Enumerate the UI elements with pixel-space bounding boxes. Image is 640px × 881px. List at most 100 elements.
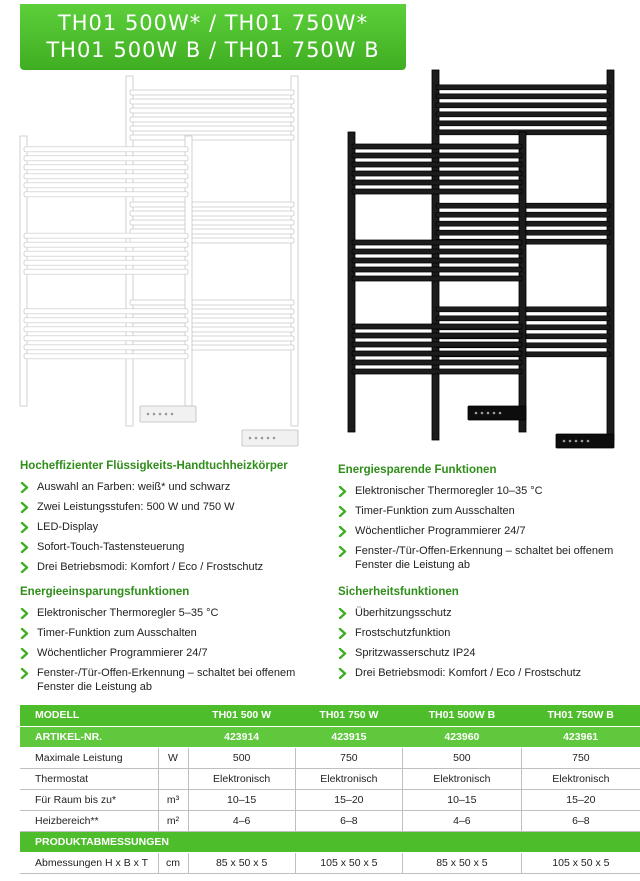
title-line-1: TH01 500W* / TH01 750W*: [57, 11, 369, 35]
chevron-right-icon: [338, 486, 350, 497]
cell-value: 105 x 50 x 5: [294, 852, 403, 874]
feature-item: Wöchentlicher Programmierer 24/7: [20, 646, 320, 660]
feature-item: Timer-Funktion zum Ausschalten: [20, 626, 320, 640]
cell-value: Elektronisch: [187, 768, 296, 790]
header-model: TH01 500W B: [402, 705, 522, 727]
table-row: Thermostat Elektronisch Elektronisch Ele…: [20, 768, 640, 790]
feature-item: Überhitzungsschutz: [338, 606, 628, 620]
row-unit: cm: [157, 852, 188, 874]
dimensions-header-row: PRODUKTABMESSUNGEN: [20, 831, 640, 853]
feature-text: Spritzwasserschutz IP24: [355, 647, 476, 659]
feature-item: Frostschutzfunktion: [338, 626, 628, 640]
table-row: Abmessungen H x B x T cm 85 x 50 x 5 105…: [20, 852, 640, 874]
table-row: Für Raum bis zu* m³ 10–15 15–20 10–15 15…: [20, 789, 640, 811]
feature-item: Auswahl an Farben: weiß* und schwarz: [20, 480, 320, 494]
cell-value: 4–6: [402, 810, 522, 832]
energy-function-list: Elektronischer Thermoregler 10–35 °C Time…: [338, 484, 628, 572]
feature-text: Fenster-/Tür-Offen-Erkennung – schaltet …: [37, 667, 296, 693]
cell-value: 15–20: [520, 789, 640, 811]
row-label: Heizbereich**: [20, 810, 158, 832]
black-radiator-photo: [340, 66, 630, 456]
chevron-right-icon: [20, 562, 32, 573]
row-label: Maximale Leistung: [20, 747, 158, 769]
chevron-right-icon: [20, 648, 32, 659]
feature-item: Timer-Funktion zum Ausschalten: [338, 504, 628, 518]
feature-text: Elektronischer Thermoregler 5–35 °C: [37, 607, 219, 619]
article-number: 423914: [188, 726, 296, 748]
cell-value: 10–15: [402, 789, 522, 811]
cell-value: 6–8: [294, 810, 403, 832]
feature-text: Sofort-Touch-Tastensteuerung: [37, 541, 185, 553]
white-radiator-tall: [125, 75, 299, 427]
feature-item: Spritzwasserschutz IP24: [338, 646, 628, 660]
row-label: Thermostat: [20, 768, 158, 790]
chevron-right-icon: [338, 546, 350, 557]
white-radiator-short: [19, 135, 193, 407]
chevron-right-icon: [20, 608, 32, 619]
header-model: TH01 750 W: [295, 705, 403, 727]
control-panel-short: [139, 405, 197, 423]
chevron-right-icon: [338, 668, 350, 679]
energy-feature-list: Elektronischer Thermoregler 5–35 °C Timer…: [20, 606, 320, 694]
feature-text: Wöchentlicher Programmierer 24/7: [355, 525, 526, 537]
row-unit: m³: [157, 789, 188, 811]
spec-table: MODELL TH01 500 W TH01 750 W TH01 500W B…: [20, 705, 640, 874]
cell-value: Elektronisch: [294, 768, 403, 790]
cell-value: 750: [520, 747, 640, 769]
feature-item: Wöchentlicher Programmierer 24/7: [338, 524, 628, 538]
title-line-2: TH01 500W B / TH01 750W B: [46, 38, 380, 62]
feature-text: Wöchentlicher Programmierer 24/7: [37, 647, 208, 659]
left-feature-column: Hocheffizienter Flüssigkeits-Handtuchhei…: [20, 460, 320, 700]
cell-value: 105 x 50 x 5: [520, 852, 640, 874]
feature-item: Zwei Leistungsstufen: 500 W und 750 W: [20, 500, 320, 514]
white-radiator-photo: [14, 70, 304, 450]
feature-text: Überhitzungsschutz: [355, 607, 452, 619]
chevron-right-icon: [338, 506, 350, 517]
feature-item: Elektronischer Thermoregler 10–35 °C: [338, 484, 628, 498]
right-feature-column: Energiesparende Funktionen Elektronische…: [338, 464, 628, 686]
chevron-right-icon: [20, 668, 32, 679]
row-unit: W: [157, 747, 188, 769]
black-radiator-short: [347, 131, 527, 433]
title-banner: TH01 500W* / TH01 750W* TH01 500W B / TH…: [20, 4, 406, 70]
section-heading-energy-functions: Energiesparende Funktionen: [338, 464, 497, 476]
feature-item: Fenster-/Tür-Offen-Erkennung – schaltet …: [20, 666, 320, 694]
chevron-right-icon: [20, 482, 32, 493]
feature-text: Timer-Funktion zum Ausschalten: [37, 627, 197, 639]
article-number: 423961: [521, 726, 640, 748]
dimensions-header: PRODUKTABMESSUNGEN: [20, 831, 640, 853]
header-model: TH01 750W B: [521, 705, 640, 727]
feature-item: Drei Betriebsmodi: Komfort / Eco / Frost…: [20, 560, 320, 574]
cell-value: 15–20: [294, 789, 403, 811]
control-panel-tall: [241, 429, 299, 447]
article-row: ARTIKEL-NR. 423914 423915 423960 423961: [20, 726, 640, 748]
feature-item: Elektronischer Thermoregler 5–35 °C: [20, 606, 320, 620]
white-radiator-illustration: [19, 75, 299, 447]
cell-value: 6–8: [520, 810, 640, 832]
feature-text: LED-Display: [37, 521, 99, 533]
feature-text: Zwei Leistungsstufen: 500 W und 750 W: [37, 501, 235, 513]
feature-item: Fenster-/Tür-Offen-Erkennung – schaltet …: [338, 544, 628, 572]
feature-text: Drei Betriebsmodi: Komfort / Eco / Frost…: [355, 667, 582, 679]
row-unit: [157, 768, 188, 790]
cell-value: 750: [294, 747, 403, 769]
article-label: ARTIKEL-NR.: [20, 726, 188, 748]
cell-value: 4–6: [187, 810, 296, 832]
row-label: Abmessungen H x B x T: [20, 852, 158, 874]
cell-value: Elektronisch: [520, 768, 640, 790]
feature-text: Drei Betriebsmodi: Komfort / Eco / Frost…: [37, 561, 264, 573]
article-number: 423915: [295, 726, 403, 748]
header-label: MODELL: [20, 705, 188, 727]
feature-text: Elektronischer Thermoregler 10–35 °C: [355, 485, 543, 497]
row-unit: m²: [157, 810, 188, 832]
table-row: Heizbereich** m² 4–6 6–8 4–6 6–8: [20, 810, 640, 832]
chevron-right-icon: [20, 628, 32, 639]
chevron-right-icon: [338, 526, 350, 537]
feature-text: Timer-Funktion zum Ausschalten: [355, 505, 515, 517]
section-heading-energy-saving: Energieeinsparungsfunktionen: [20, 586, 190, 598]
table-row: Maximale Leistung W 500 750 500 750: [20, 747, 640, 769]
cell-value: 500: [187, 747, 296, 769]
feature-item: Drei Betriebsmodi: Komfort / Eco / Frost…: [338, 666, 628, 680]
